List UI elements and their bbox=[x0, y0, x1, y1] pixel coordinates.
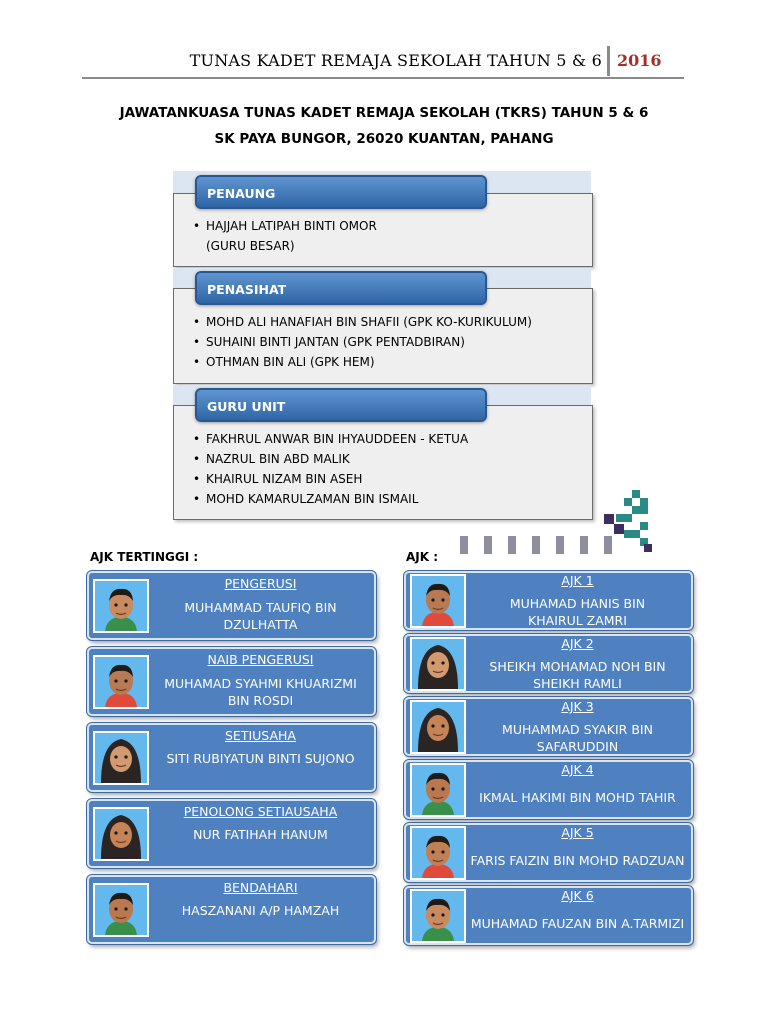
member-photo bbox=[93, 730, 149, 785]
panel-line: MOHD ALI HANAFIAH BIN SHAFII (GPK KO-KUR… bbox=[193, 315, 532, 329]
page-header: TUNAS KADET REMAJA SEKOLAH TAHUN 5 & 6 2… bbox=[82, 44, 684, 79]
panel-line: FAKHRUL ANWAR BIN IHYAUDDEEN - KETUA bbox=[193, 432, 468, 446]
member-photo bbox=[410, 762, 466, 817]
member-photo bbox=[410, 636, 466, 691]
ajk-card: AJK 6 MUHAMAD FAUZAN BIN A.TARMIZI bbox=[403, 885, 694, 946]
ajk-label: AJK : bbox=[406, 550, 439, 564]
header-title: TUNAS KADET REMAJA SEKOLAH TAHUN 5 & 6 bbox=[189, 51, 602, 70]
member-role: AJK 2 bbox=[561, 636, 594, 651]
tab-guru-unit: GURU UNIT bbox=[195, 388, 487, 422]
ajk-tertinggi-card: PENOLONG SETIAUSAHA NUR FATIHAH HANUM bbox=[86, 798, 377, 869]
member-role: SETIUSAHA bbox=[225, 728, 296, 743]
pixel-decoration bbox=[460, 490, 652, 554]
tab-penaung: PENAUNG bbox=[195, 175, 487, 209]
document-subtitle: SK PAYA BUNGOR, 26020 KUANTAN, PAHANG bbox=[214, 131, 554, 147]
member-role: AJK 6 bbox=[561, 888, 594, 903]
member-name: FARIS FAIZIN BIN MOHD RADZUAN bbox=[470, 853, 685, 868]
member-role: NAIB PENGERUSI bbox=[207, 652, 314, 667]
member-name: IKMAL HAKIMI BIN MOHD TAHIR bbox=[479, 790, 676, 805]
panel-line: MOHD KAMARULZAMAN BIN ISMAIL bbox=[193, 492, 418, 506]
member-photo bbox=[410, 699, 466, 754]
member-role: AJK 4 bbox=[561, 762, 594, 777]
member-photo bbox=[93, 806, 149, 861]
panel-line: (GURU BESAR) bbox=[206, 239, 295, 253]
ajk-tertinggi-card: SETIUSAHA SITI RUBIYATUN BINTI SUJONO bbox=[86, 722, 377, 793]
panel-line: HAJJAH LATIPAH BINTI OMOR bbox=[193, 219, 377, 233]
ajk-card: AJK 4 IKMAL HAKIMI BIN MOHD TAHIR bbox=[403, 759, 694, 820]
member-name: HASZANANI A/P HAMZAH bbox=[181, 903, 340, 918]
member-photo bbox=[410, 825, 466, 880]
header-rule bbox=[82, 77, 684, 79]
member-name: MUHAMAD FAUZAN BIN A.TARMIZI bbox=[470, 916, 685, 931]
member-role: AJK 5 bbox=[561, 825, 594, 840]
panel-line: NAZRUL BIN ABD MALIK bbox=[193, 452, 350, 466]
header-year: 2016 bbox=[617, 51, 662, 70]
header-separator bbox=[607, 46, 610, 76]
panel-line: SUHAINI BINTI JANTAN (GPK PENTADBIRAN) bbox=[193, 335, 465, 349]
member-role: PENOLONG SETIAUSAHA bbox=[183, 804, 338, 819]
member-role: PENGERUSI bbox=[224, 576, 297, 591]
member-role: BENDAHARI bbox=[223, 880, 298, 895]
member-photo bbox=[93, 654, 149, 709]
ajk-tertinggi-label: AJK TERTINGGI : bbox=[90, 550, 199, 564]
member-role: AJK 3 bbox=[561, 699, 594, 714]
member-role: AJK 1 bbox=[561, 573, 594, 588]
member-photo bbox=[93, 578, 149, 633]
ajk-tertinggi-card: BENDAHARI HASZANANI A/P HAMZAH bbox=[86, 874, 377, 945]
member-photo bbox=[410, 573, 466, 628]
tab-penasihat: PENASIHAT bbox=[195, 271, 487, 305]
member-photo bbox=[410, 888, 466, 943]
panel-line: OTHMAN BIN ALI (GPK HEM) bbox=[193, 355, 374, 369]
ajk-card: AJK 5 FARIS FAIZIN BIN MOHD RADZUAN bbox=[403, 822, 694, 883]
member-photo bbox=[93, 882, 149, 937]
member-name: SITI RUBIYATUN BINTI SUJONO bbox=[166, 751, 355, 766]
panel-line: KHAIRUL NIZAM BIN ASEH bbox=[193, 472, 362, 486]
panel-penasihat: MOHD ALI HANAFIAH BIN SHAFII (GPK KO-KUR… bbox=[173, 288, 593, 384]
member-name: NUR FATIHAH HANUM bbox=[193, 827, 328, 842]
document-title: JAWATANKUASA TUNAS KADET REMAJA SEKOLAH … bbox=[119, 105, 649, 121]
